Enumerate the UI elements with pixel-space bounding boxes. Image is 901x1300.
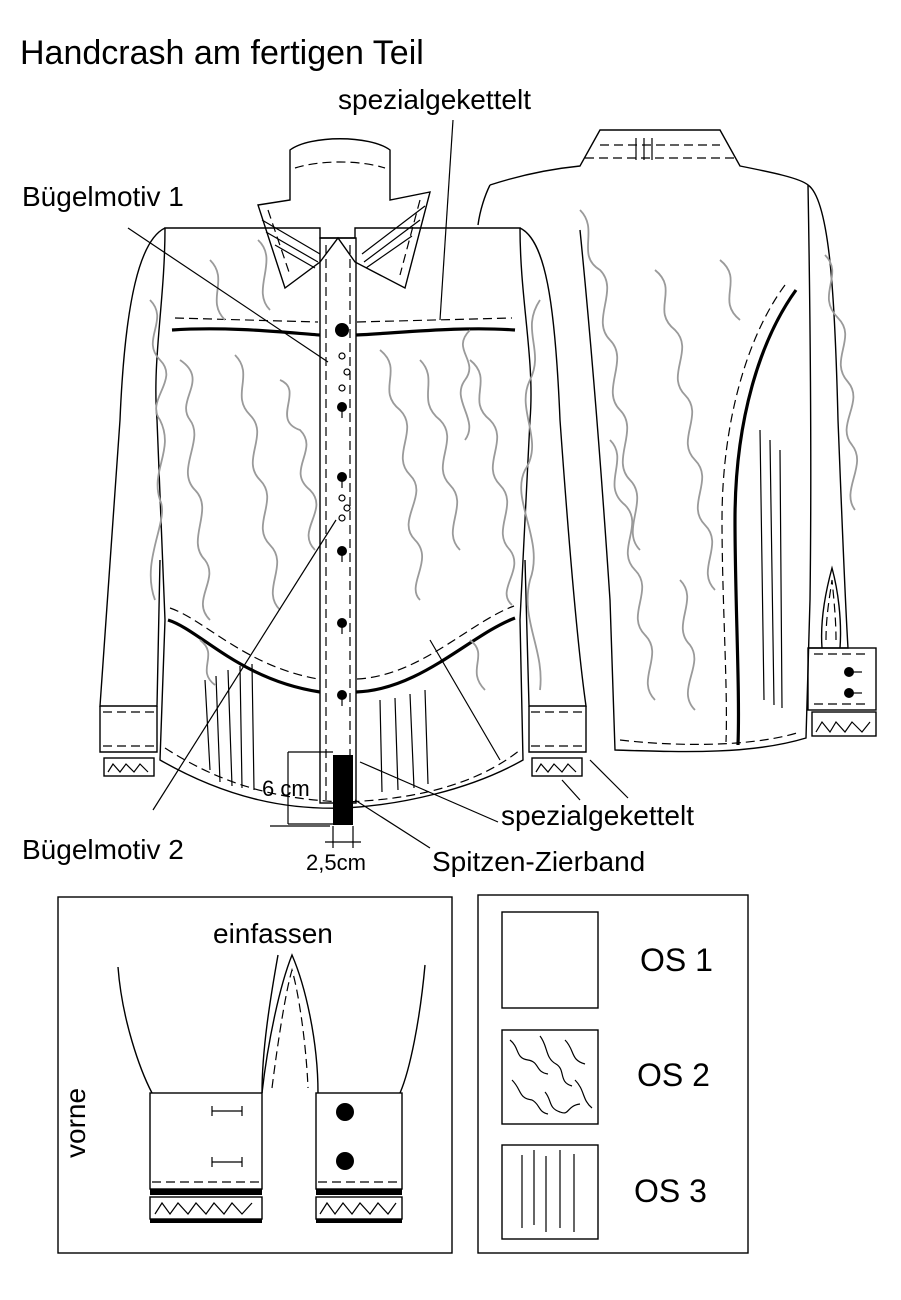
label-spitzen-zierband: Spitzen-Zierband bbox=[432, 846, 646, 877]
front-shirt bbox=[99, 138, 587, 825]
lace-band bbox=[333, 755, 353, 825]
label-buegelmotiv-1: Bügelmotiv 1 bbox=[22, 181, 184, 212]
legend-box bbox=[477, 894, 749, 1254]
legend-swatch-os3 bbox=[501, 1144, 599, 1240]
back-body-outline bbox=[489, 129, 812, 753]
front-body-outline bbox=[155, 227, 532, 809]
legend-swatch-os1 bbox=[501, 911, 599, 1009]
legend-label-os2: OS 2 bbox=[637, 1057, 710, 1093]
label-buegelmotiv-2: Bügelmotiv 2 bbox=[22, 834, 184, 865]
page-title: Handcrash am fertigen Teil bbox=[20, 34, 424, 72]
front-collar bbox=[257, 138, 431, 290]
label-spezialgekettelt-top: spezialgekettelt bbox=[338, 84, 532, 115]
label-spezialgekettelt-bottom: spezialgekettelt bbox=[501, 800, 695, 831]
label-measure-2-5cm: 2,5cm bbox=[306, 850, 366, 875]
back-shirt bbox=[477, 129, 877, 753]
legend-label-os1: OS 1 bbox=[640, 942, 713, 978]
label-measure-6cm: 6 cm bbox=[262, 776, 310, 801]
legend-swatch-os2 bbox=[501, 1029, 599, 1125]
legend-label-os3: OS 3 bbox=[634, 1173, 707, 1209]
cuff-detail-box bbox=[57, 896, 453, 1254]
front-left-sleeve bbox=[99, 227, 166, 707]
front-right-sleeve bbox=[519, 227, 587, 707]
back-sleeve bbox=[807, 184, 849, 649]
leader-lines bbox=[127, 119, 629, 849]
label-einfassen: einfassen bbox=[213, 918, 333, 949]
label-vorne: vorne bbox=[60, 1087, 91, 1158]
